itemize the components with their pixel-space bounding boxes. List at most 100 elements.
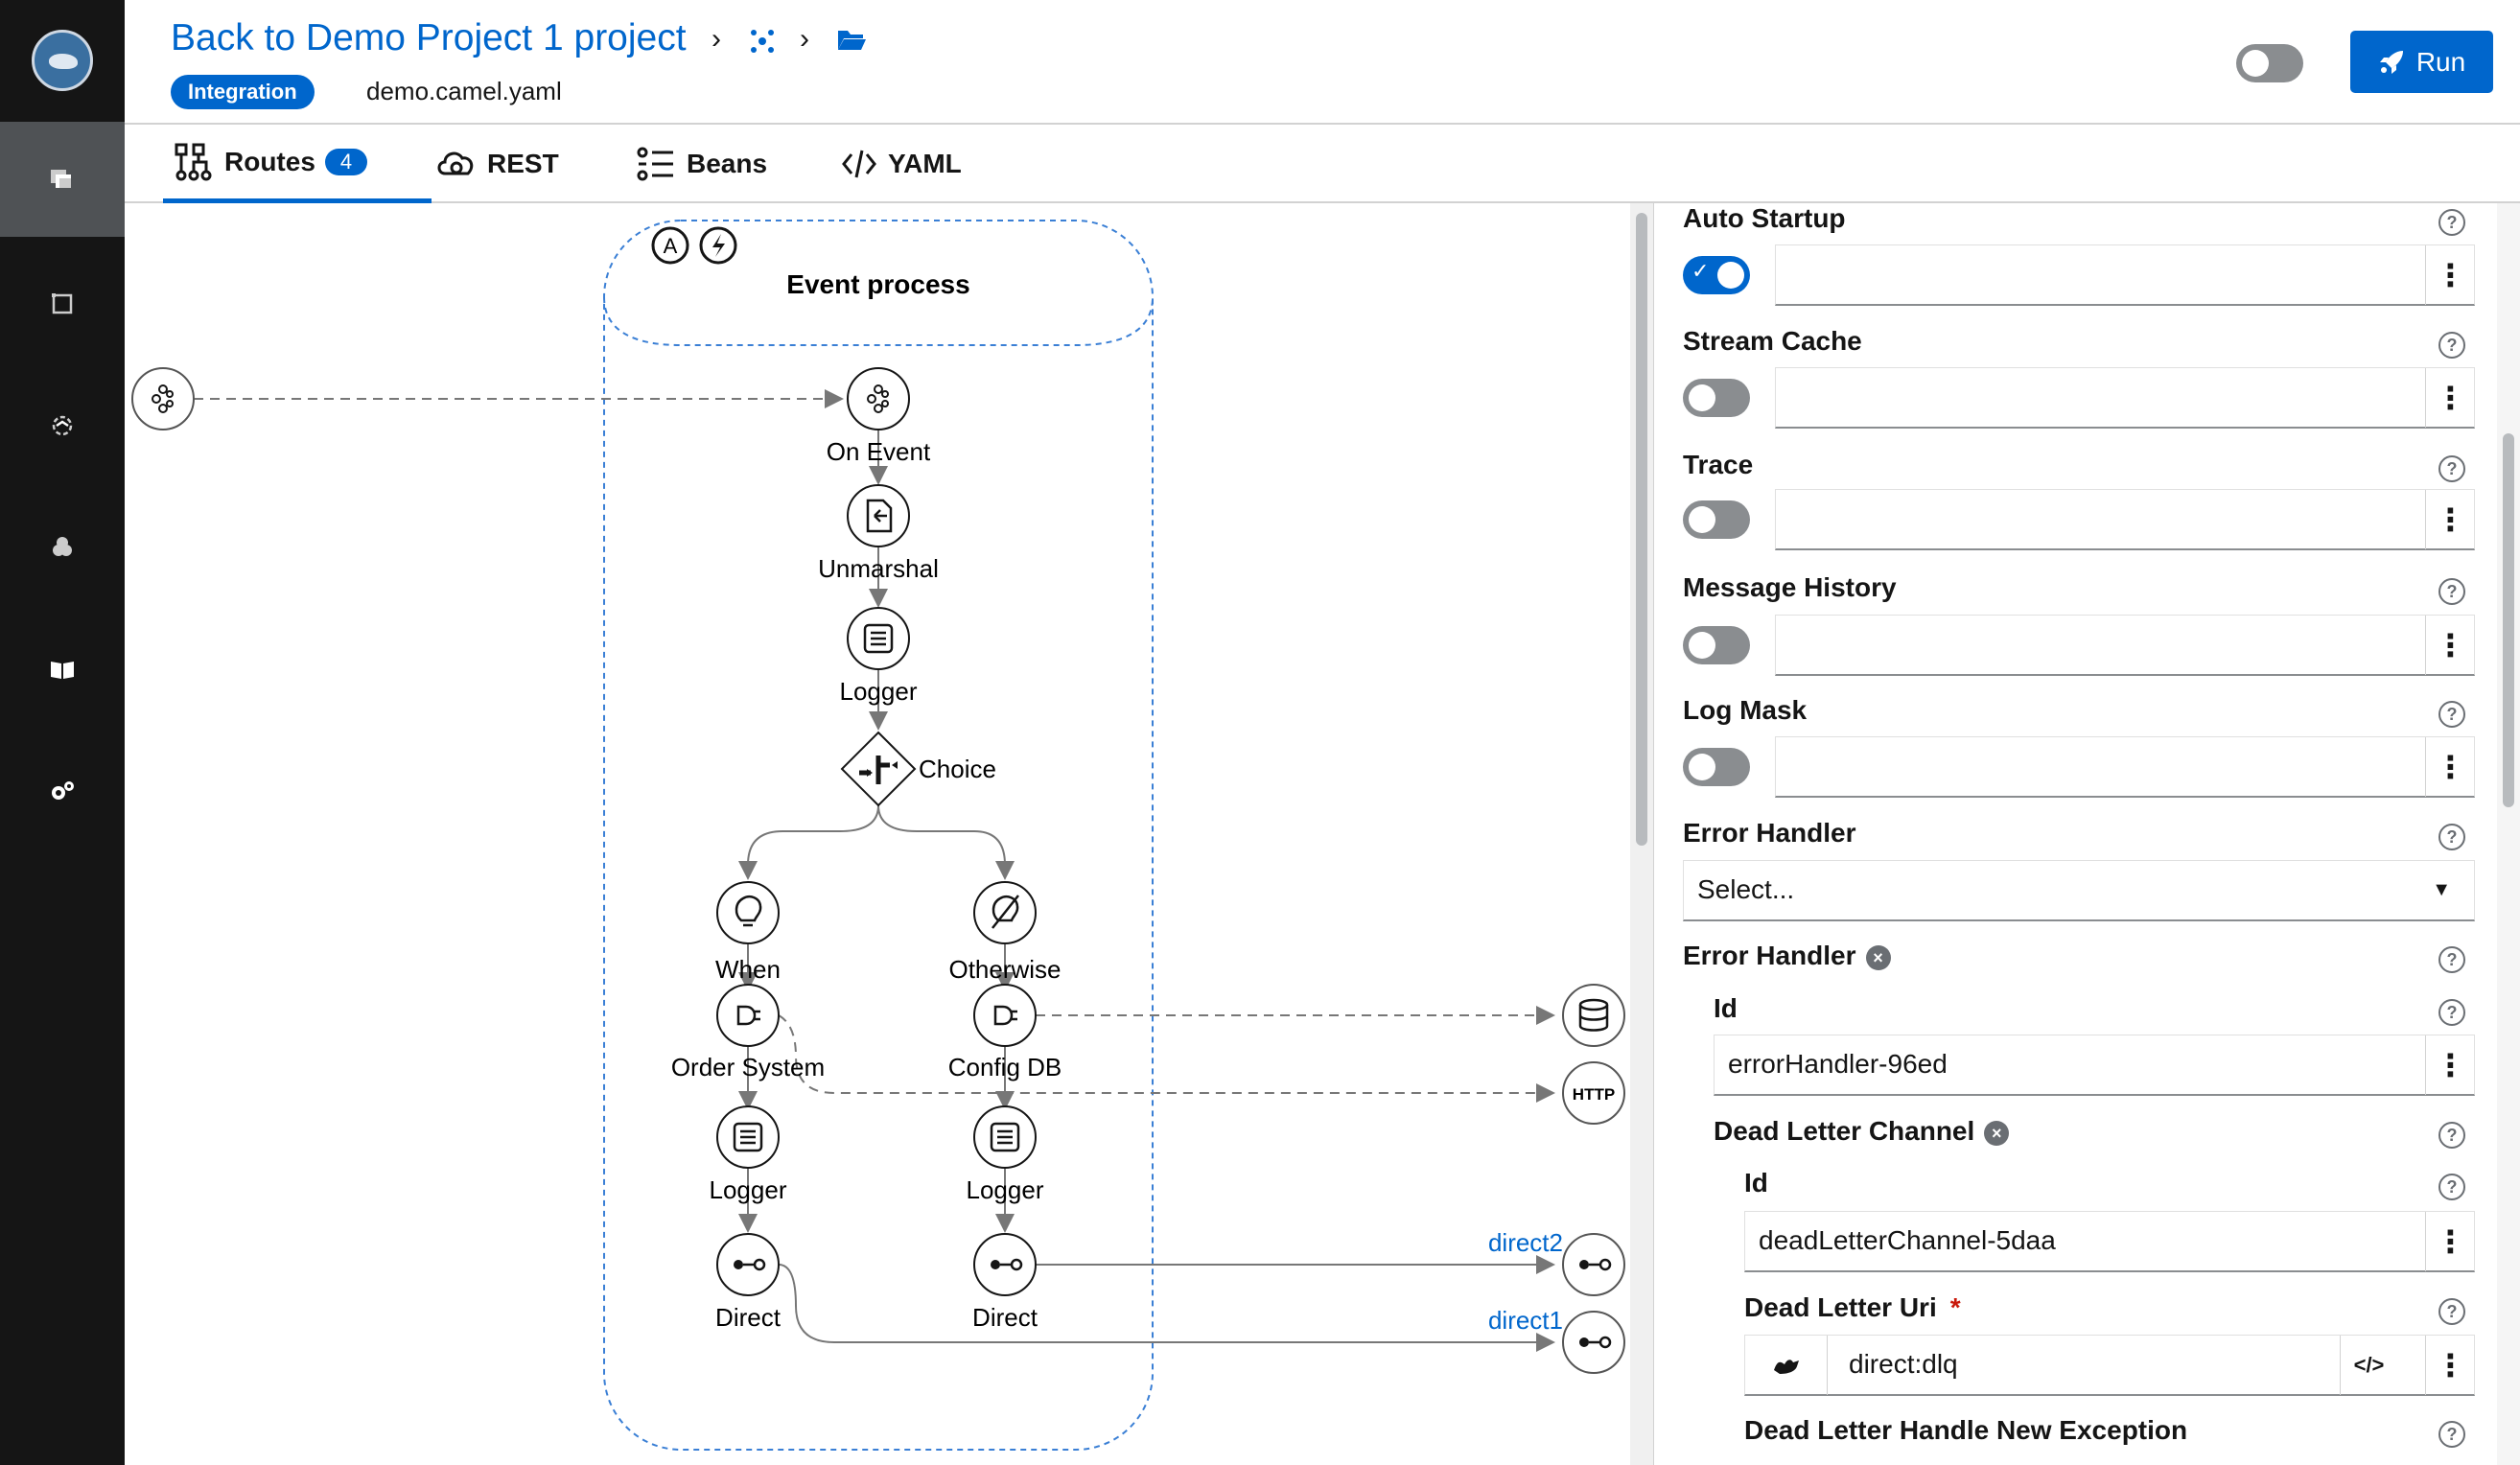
routes-icon (175, 143, 212, 180)
node-otherwise[interactable] (973, 881, 1037, 944)
help-icon[interactable]: ? (2438, 946, 2465, 973)
trace-label: Trace (1683, 450, 1754, 479)
breadcrumb-separator-icon: › (800, 23, 809, 55)
node-label: Choice (919, 755, 996, 783)
remove-icon[interactable]: × (1984, 1120, 2010, 1146)
help-icon[interactable]: ? (2438, 999, 2465, 1026)
camel-component-icon[interactable] (1745, 1336, 1828, 1395)
remove-icon[interactable]: × (1865, 944, 1891, 970)
stream-cache-field[interactable] (1775, 367, 2475, 429)
back-to-project-link[interactable]: Back to Demo Project 1 project (171, 17, 687, 58)
integration-icon[interactable] (748, 27, 777, 56)
node-when[interactable] (716, 881, 780, 944)
dead-letter-uri-field[interactable]: direct:dlq </> (1744, 1335, 2475, 1396)
node-direct[interactable] (716, 1233, 780, 1296)
routes-count-badge: 4 (324, 148, 368, 175)
kebab-menu-icon[interactable]: ⋮ (2425, 490, 2475, 549)
kebab-menu-icon[interactable]: ⋮ (2425, 368, 2475, 428)
nav-projects-icon[interactable] (0, 122, 125, 237)
canvas-scrollbar[interactable] (1630, 203, 1653, 1465)
route-diagram-canvas[interactable]: A Event process (125, 203, 1630, 1465)
node-label: Logger (710, 1175, 787, 1204)
dead-letter-uri-label: Dead Letter Uri (1744, 1292, 1937, 1322)
node-unmarshal[interactable] (847, 484, 910, 547)
kebab-menu-icon[interactable]: ⋮ (2425, 1336, 2475, 1395)
tab-routes-label: Routes (224, 146, 315, 176)
dlc-id-value: deadLetterChannel-5daa (1759, 1225, 2056, 1255)
error-handler-select[interactable]: Select... ▼ (1683, 860, 2475, 921)
node-config-db[interactable] (973, 984, 1037, 1047)
nav-docs-icon[interactable] (0, 612, 125, 727)
node-direct[interactable] (973, 1233, 1037, 1296)
route-title: Event process (786, 269, 969, 299)
help-icon[interactable]: ? (2438, 701, 2465, 728)
main-sidebar (0, 0, 125, 1465)
direct1-link[interactable]: direct1 (1488, 1306, 1563, 1335)
help-icon[interactable]: ? (2438, 332, 2465, 359)
kebab-menu-icon[interactable]: ⋮ (2425, 1212, 2475, 1271)
node-logger[interactable] (716, 1105, 780, 1169)
node-choice[interactable] (840, 731, 917, 807)
help-icon[interactable]: ? (2438, 578, 2465, 605)
help-icon[interactable]: ? (2438, 209, 2465, 236)
tab-routes[interactable]: Routes 4 (163, 125, 432, 203)
kebab-menu-icon[interactable]: ⋮ (2425, 616, 2475, 675)
help-icon[interactable]: ? (2438, 1174, 2465, 1200)
error-handler-id-field[interactable]: errorHandler-96ed (1714, 1035, 2475, 1096)
log-mask-toggle[interactable] (1683, 748, 1750, 786)
run-button[interactable]: Run (2350, 31, 2493, 93)
database-icon[interactable] (1562, 984, 1625, 1047)
message-history-field[interactable] (1775, 615, 2475, 676)
required-marker: * (1949, 1292, 1961, 1322)
route-container (603, 220, 1154, 1451)
autostart-badge-icon: A (651, 226, 689, 265)
camel-logo[interactable] (32, 30, 93, 91)
nav-kamelets-icon[interactable] (0, 490, 125, 605)
kebab-menu-icon[interactable]: ⋮ (2425, 1035, 2475, 1095)
scrollbar-thumb[interactable] (1636, 213, 1647, 846)
dead-letter-channel-title: Dead Letter Channel× (1714, 1116, 2010, 1147)
kebab-menu-icon[interactable]: ⋮ (2425, 737, 2475, 797)
node-order-system[interactable] (716, 984, 780, 1047)
direct2-link[interactable]: direct2 (1488, 1228, 1563, 1257)
log-mask-field[interactable] (1775, 736, 2475, 798)
tab-rest[interactable]: REST (426, 125, 569, 203)
nav-settings-icon[interactable] (0, 733, 125, 849)
help-icon[interactable]: ? (2438, 824, 2465, 850)
help-icon[interactable]: ? (2438, 1421, 2465, 1448)
scrollbar-thumb[interactable] (2503, 433, 2514, 807)
message-history-toggle[interactable] (1683, 626, 1750, 664)
error-handler-section-title: Error Handler × (1683, 941, 1891, 971)
direct-target-icon[interactable] (1562, 1233, 1625, 1296)
error-handler-select-label: Error Handler (1683, 818, 1856, 848)
node-logger[interactable] (973, 1105, 1037, 1169)
http-label: HTTP (1573, 1085, 1615, 1104)
direct-target-icon[interactable] (1562, 1311, 1625, 1374)
error-handler-label: Error Handler (1683, 941, 1856, 970)
trace-toggle[interactable] (1683, 500, 1750, 539)
stream-cache-toggle[interactable] (1683, 379, 1750, 417)
auto-startup-field[interactable] (1775, 244, 2475, 306)
auto-startup-toggle[interactable] (1683, 256, 1750, 294)
panel-scrollbar[interactable] (2497, 203, 2520, 1465)
beans-icon (637, 147, 673, 181)
header-toggle[interactable] (2236, 44, 2303, 82)
help-icon[interactable]: ? (2438, 455, 2465, 482)
dlc-id-field[interactable]: deadLetterChannel-5daa (1744, 1211, 2475, 1272)
node-on-event[interactable] (847, 367, 910, 430)
kebab-menu-icon[interactable]: ⋮ (2425, 245, 2475, 305)
nav-files-icon[interactable] (0, 246, 125, 361)
code-editor-icon[interactable]: </> (2340, 1336, 2397, 1395)
node-logger[interactable] (847, 607, 910, 670)
nav-integrations-icon[interactable] (0, 368, 125, 483)
tab-beans[interactable]: Beans (625, 125, 777, 203)
help-icon[interactable]: ? (2438, 1122, 2465, 1149)
kafka-source-icon[interactable] (131, 367, 195, 430)
folder-open-icon[interactable] (836, 27, 867, 52)
tab-yaml[interactable]: YAML (830, 125, 971, 203)
help-icon[interactable]: ? (2438, 1298, 2465, 1325)
trace-field[interactable] (1775, 489, 2475, 550)
http-icon[interactable]: HTTP (1562, 1061, 1625, 1125)
rocket-icon (2379, 50, 2403, 74)
